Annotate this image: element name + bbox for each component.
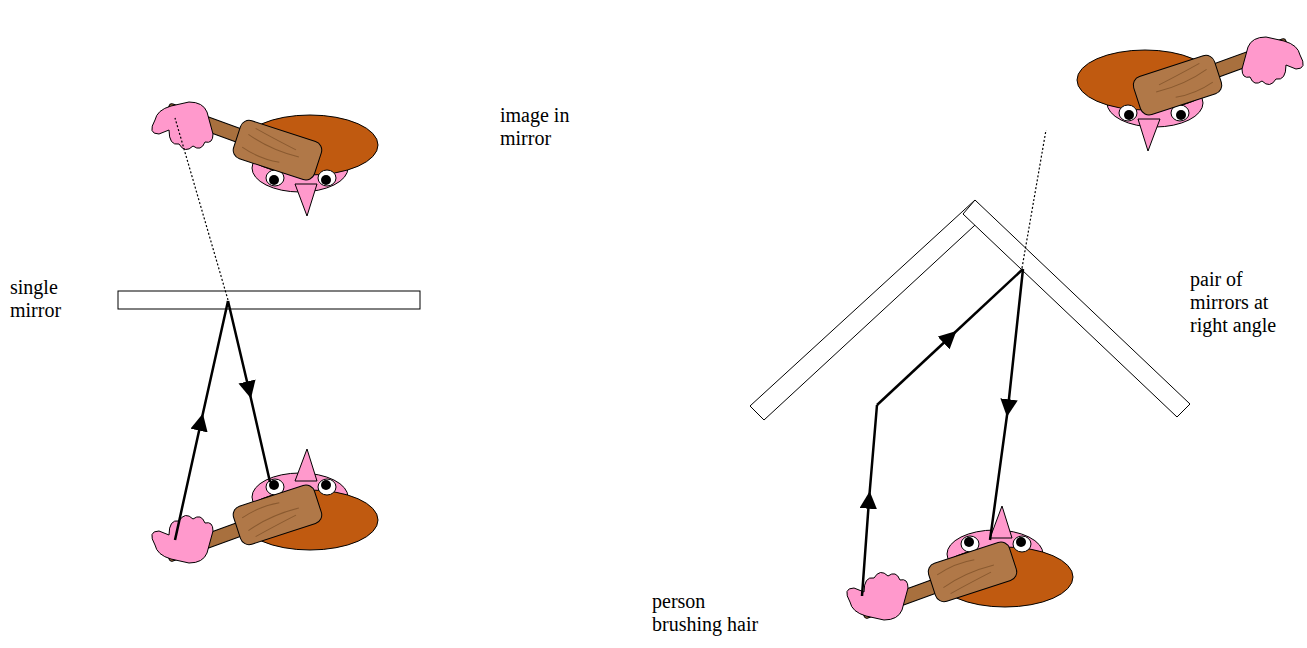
mirror-pair-label: pair of mirrors at right angle: [1190, 268, 1298, 337]
person-label: person brushing hair: [652, 590, 770, 636]
mirror-pair: [750, 200, 1190, 420]
single-mirror: [118, 291, 420, 309]
mirror-label: single mirror: [10, 276, 90, 322]
mirror-image-label: image in mirror: [500, 104, 595, 150]
